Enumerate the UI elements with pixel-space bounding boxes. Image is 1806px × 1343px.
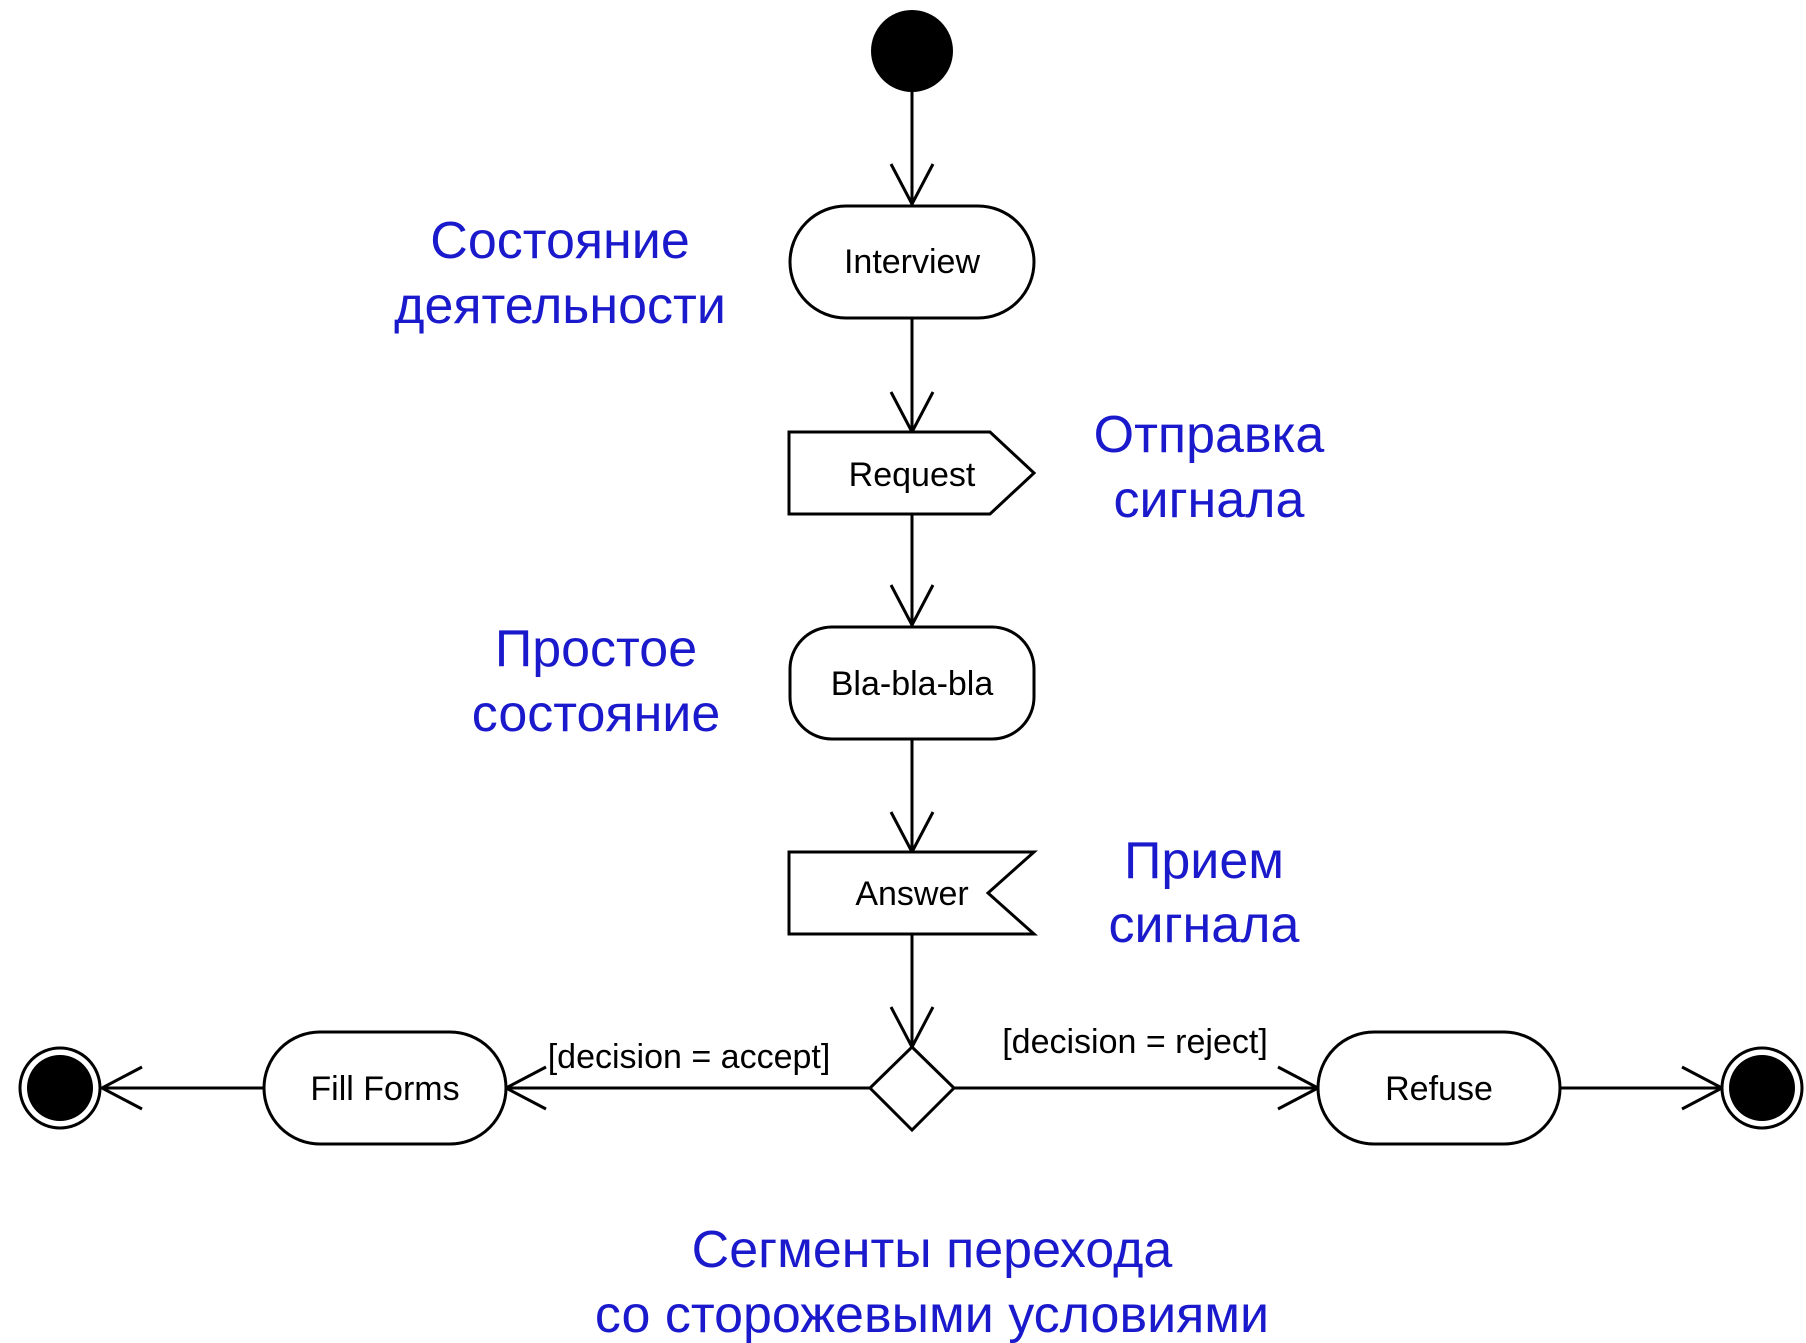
arrowhead-interview (889, 163, 935, 208)
annotation-send-signal: Отправка сигнала (1094, 406, 1325, 529)
annotation-simple-state: Простое состояние (472, 620, 721, 743)
receive-signal-answer-label: Answer (855, 875, 968, 913)
final-node-right (1720, 1046, 1804, 1130)
receive-signal-answer (787, 850, 1038, 936)
final-node-left (18, 1046, 102, 1130)
activity-state-interview-label: Interview (844, 243, 980, 281)
annotation-guarded-transitions-line2: со сторожевыми условиями (595, 1286, 1269, 1343)
activity-state-fill-forms (262, 1030, 508, 1146)
annotation-guarded-transitions: Сегменты перехода со сторожевыми условия… (595, 1221, 1269, 1343)
activity-state-refuse-label: Refuse (1385, 1070, 1493, 1108)
annotation-receive-signal-line2: сигнала (1109, 896, 1300, 954)
send-signal-request-label: Request (849, 456, 976, 494)
guard-accept-label: [decision = accept] (548, 1038, 831, 1076)
annotation-receive-signal: Прием сигнала (1109, 832, 1300, 954)
send-signal-request (787, 430, 1037, 516)
annotation-guarded-transitions-line1: Сегменты перехода (692, 1221, 1173, 1279)
annotation-activity-state-line2: деятельности (394, 277, 726, 335)
annotation-receive-signal-line1: Прием (1124, 832, 1284, 890)
annotation-activity-state: Состояние деятельности (394, 212, 726, 335)
guard-reject-label: [decision = reject] (1002, 1023, 1268, 1061)
simple-state-bla-bla-bla-label: Bla-bla-bla (831, 665, 994, 703)
activity-state-interview (788, 204, 1036, 320)
annotation-simple-state-line2: состояние (472, 685, 721, 743)
annotation-send-signal-line1: Отправка (1094, 406, 1325, 464)
initial-node (871, 10, 953, 92)
activity-state-refuse (1316, 1030, 1562, 1146)
annotation-simple-state-line1: Простое (495, 620, 697, 678)
annotation-send-signal-line2: сигнала (1114, 471, 1305, 529)
annotation-activity-state-line1: Состояние (430, 212, 689, 270)
decision-node (867, 1044, 957, 1133)
arrowhead-final-left (98, 1065, 143, 1111)
simple-state-bla-bla-bla (788, 625, 1036, 741)
arrowhead-simple-state (889, 584, 935, 629)
activity-state-fill-forms-label: Fill Forms (310, 1070, 459, 1108)
